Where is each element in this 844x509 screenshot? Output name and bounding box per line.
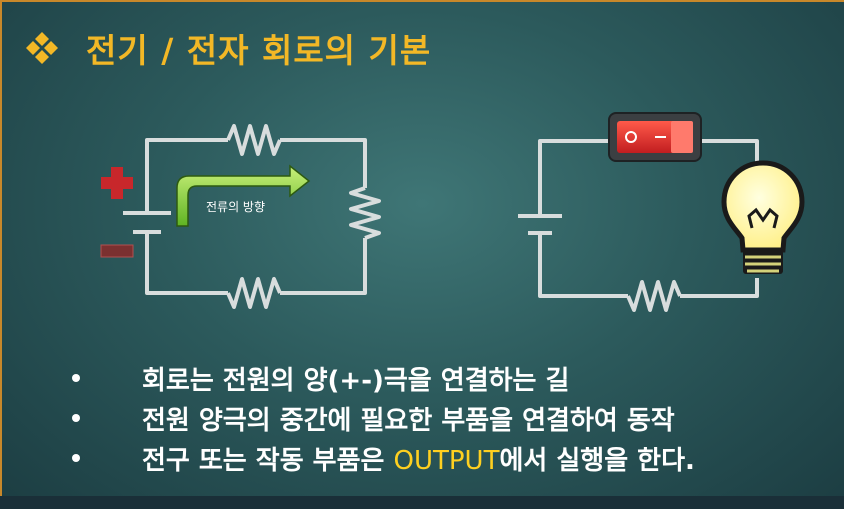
bullet-text-after: 에서 실행을 한다.	[499, 446, 695, 476]
top-border	[0, 0, 844, 2]
plus-sign-icon	[101, 167, 133, 199]
light-bulb-icon	[721, 160, 805, 274]
left-circuit	[123, 124, 381, 309]
bullet-text: 전구 또는 작동 부품은 OUTPUT에서 실행을 한다.	[142, 440, 695, 477]
bullet-text: 회로는 전원의 양(+-)극을 연결하는 길	[142, 366, 570, 396]
right-resistor	[349, 186, 381, 240]
current-direction-label: 전류의 방향	[206, 200, 265, 214]
top-resistor	[226, 124, 282, 156]
diamond-bullet-icon	[26, 32, 58, 64]
output-resistor	[626, 280, 682, 312]
output-highlight: OUTPUT	[393, 446, 500, 476]
bullet-text: 전원 양극의 중간에 필요한 부품을 연결하여 동작	[142, 406, 675, 436]
list-item: 회로는 전원의 양(+-)극을 연결하는 길	[60, 358, 820, 398]
slide-title: 전기 / 전자 회로의 기본	[24, 22, 431, 74]
bottom-resistor	[226, 277, 282, 309]
switch-icon	[608, 112, 702, 162]
list-item: 전원 양극의 중간에 필요한 부품을 연결하여 동작	[60, 398, 820, 438]
current-arrow-icon	[176, 164, 311, 227]
bullet-text-before: 전구 또는 작동 부품은	[142, 446, 394, 476]
minus-sign-icon	[100, 244, 134, 258]
list-item: 전구 또는 작동 부품은 OUTPUT에서 실행을 한다.	[60, 438, 820, 478]
bottom-band	[0, 496, 844, 509]
bullet-list: 회로는 전원의 양(+-)극을 연결하는 길 전원 양극의 중간에 필요한 부품…	[60, 358, 820, 478]
bullet-dot	[72, 414, 80, 422]
page-title: 전기 / 전자 회로의 기본	[86, 31, 432, 70]
bullet-dot	[72, 374, 80, 382]
bullet-dot	[72, 454, 80, 462]
left-border	[0, 0, 2, 509]
right-circuit	[518, 139, 759, 312]
